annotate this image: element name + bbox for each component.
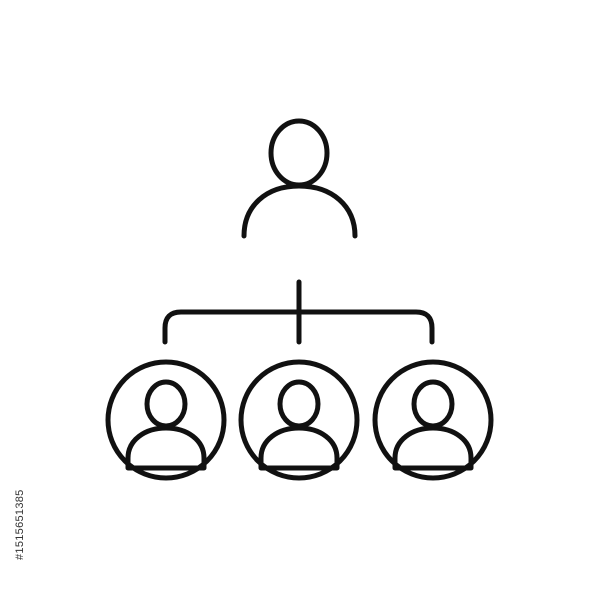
team-member-center-circle (238, 359, 360, 481)
team-member-left-icon (105, 359, 227, 481)
manager-shoulders (241, 183, 358, 239)
manager-person-icon (241, 118, 358, 239)
team-member-center-body (258, 425, 340, 471)
connector-bracket (162, 309, 435, 345)
team-member-right-head (411, 379, 455, 429)
team-member-left-circle (105, 359, 227, 481)
team-member-center-head (277, 379, 321, 429)
team-member-left-head (144, 379, 188, 429)
hierarchy-connector (162, 279, 435, 345)
team-member-right-circle (372, 359, 494, 481)
team-member-right-body (392, 425, 474, 471)
manager-head (268, 118, 330, 188)
stock-image-id: #1515651385 (14, 489, 26, 560)
team-member-center-icon (238, 359, 360, 481)
team-member-right-icon (372, 359, 494, 481)
team-member-left-body (125, 425, 207, 471)
